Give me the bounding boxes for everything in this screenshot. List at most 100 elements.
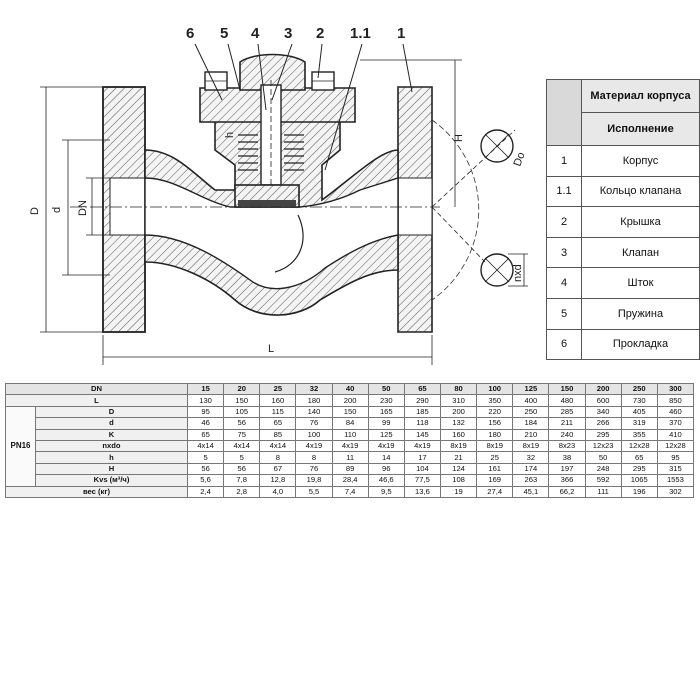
spec-value: 4x19 (331, 439, 369, 453)
dn-value: 50 (367, 382, 405, 396)
spec-value: 105 (223, 405, 261, 419)
spec-value: 14 (367, 451, 405, 464)
spec-value: 145 (403, 428, 441, 441)
spec-value: 285 (548, 405, 586, 419)
dn-value: 125 (512, 382, 550, 396)
spec-value: 5,5 (295, 485, 333, 498)
part-name: Кольцо клапана (581, 175, 700, 208)
spec-value: 185 (403, 405, 441, 419)
spec-value: 12,8 (259, 474, 297, 487)
spec-value: 104 (403, 462, 441, 476)
spec-value: 76 (295, 462, 333, 476)
spec-value: 250 (512, 405, 550, 419)
spec-value: 5 (223, 451, 261, 464)
spec-value: 28,4 (331, 474, 369, 487)
spec-value: 2,8 (223, 485, 261, 498)
spec-value: 66,2 (548, 485, 586, 498)
spec-value: 77,5 (403, 474, 441, 487)
spec-value: 89 (331, 462, 369, 476)
dim-DN: DN (77, 200, 89, 216)
spec-value: 161 (476, 462, 514, 476)
spec-value: 7,4 (331, 485, 369, 498)
spec-value: 76 (295, 417, 333, 430)
spec-value: 85 (259, 428, 297, 441)
spec-value: 12x28 (620, 439, 658, 453)
spec-value: 96 (367, 462, 405, 476)
dn-value: 250 (620, 382, 658, 396)
part-number: 5 (546, 297, 582, 330)
header-material: Материал корпуса (581, 79, 700, 113)
spec-value: 592 (584, 474, 622, 487)
spec-value: 184 (512, 417, 550, 430)
spec-value: 111 (584, 485, 622, 498)
dn-value: 40 (331, 382, 369, 396)
spec-row-label: L (5, 394, 188, 407)
dn-value: 100 (476, 382, 514, 396)
spec-value: 4,0 (259, 485, 297, 498)
spec-value: 480 (548, 394, 586, 407)
dn-value: 300 (656, 382, 695, 396)
spec-value: 95 (186, 405, 225, 419)
spec-value: 56 (186, 462, 225, 476)
spec-value: 46,6 (367, 474, 405, 487)
spec-value: 46 (186, 417, 225, 430)
dn-value: 80 (439, 382, 478, 396)
dn-value: 15 (186, 382, 225, 396)
spec-value: 290 (403, 394, 441, 407)
bolt-hole-bottom (480, 253, 514, 287)
part-number: 1.1 (546, 175, 582, 208)
spec-value: 295 (584, 428, 622, 441)
spec-row-label: K (35, 428, 188, 441)
spec-value: 65 (259, 417, 297, 430)
dn-value: 25 (259, 382, 297, 396)
spec-value: 230 (367, 394, 405, 407)
spec-value: 150 (223, 394, 261, 407)
part-name: Пружина (581, 297, 700, 330)
dn-value: 150 (548, 382, 586, 396)
spec-value: 295 (620, 462, 658, 476)
callout-2: 2 (316, 25, 324, 42)
spec-value: 115 (259, 405, 297, 419)
spring (238, 134, 304, 171)
spec-value: 110 (331, 428, 369, 441)
part-name: Прокладка (581, 328, 700, 361)
part-number: 4 (546, 267, 582, 299)
spec-value: 263 (512, 474, 550, 487)
spec-value: 84 (331, 417, 369, 430)
part-name: Корпус (581, 145, 700, 177)
spec-value: 12x28 (656, 439, 695, 453)
spec-value: 165 (367, 405, 405, 419)
spec-value: 211 (548, 417, 586, 430)
spec-value: 302 (656, 485, 695, 498)
spec-value: 19,8 (295, 474, 333, 487)
parts-header-blank (546, 79, 582, 146)
spec-value: 45,1 (512, 485, 550, 498)
spec-value: 9,5 (367, 485, 405, 498)
spec-value: 99 (367, 417, 405, 430)
spec-value: 32 (512, 451, 550, 464)
spec-value: 75 (223, 428, 261, 441)
spec-value: 125 (367, 428, 405, 441)
spec-value: 410 (656, 428, 695, 441)
spec-value: 850 (656, 394, 695, 407)
callout-1-1: 1.1 (350, 25, 371, 42)
spec-value: 240 (548, 428, 586, 441)
callout-5: 5 (220, 25, 228, 42)
spec-value: 50 (584, 451, 622, 464)
callout-1: 1 (397, 25, 405, 42)
